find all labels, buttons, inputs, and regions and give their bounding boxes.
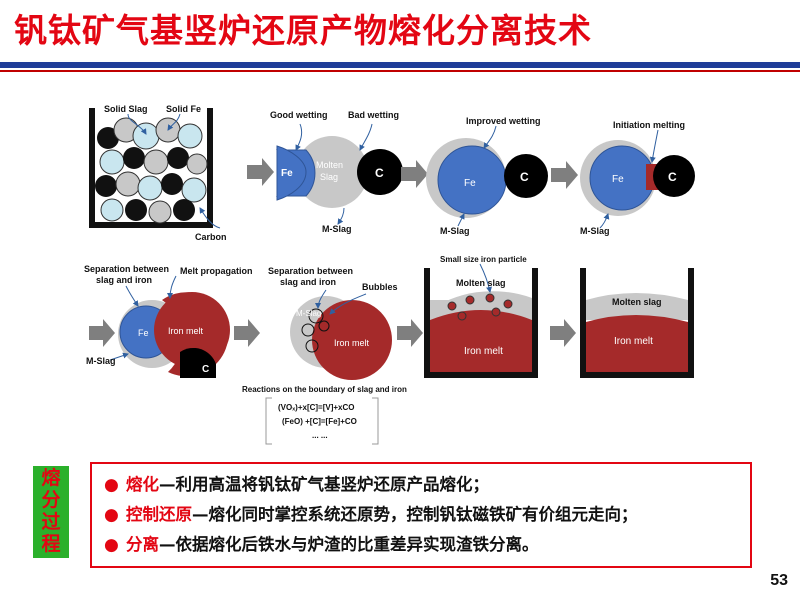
label-molten-slag: Molten slag (456, 278, 506, 288)
particle-bed (95, 117, 208, 224)
point-keyword: 控制还原 (126, 505, 192, 524)
label-small-particle: Small size iron particle (440, 255, 527, 264)
arrow-7 (550, 319, 576, 347)
label-improved-wetting: Improved wetting (466, 116, 541, 126)
bullet-icon: ● (104, 475, 119, 495)
point-melting: ● 熔化—利用高温将钒钛矿气基竖炉还原产品熔化； (104, 470, 750, 500)
melting-separation-diagram: Solid Slag Solid Fe Carbon Good wetting … (84, 104, 695, 445)
label-iron-melt: Iron melt (614, 336, 653, 347)
label-separation-a: Separation between (84, 264, 169, 274)
label-c: C (520, 170, 529, 184)
label-carbon: Carbon (195, 232, 227, 242)
label-m-slag: M-Slag (296, 309, 321, 318)
step1-packed-bed: Solid Slag Solid Fe Carbon (89, 104, 227, 242)
label-solid-fe: Solid Fe (166, 104, 201, 114)
label-separation-b: slag and iron (280, 277, 336, 287)
label-fe: Fe (612, 174, 624, 185)
bullet-icon: ● (104, 535, 119, 555)
arrow-5 (234, 319, 260, 347)
label-c: C (668, 170, 677, 184)
slide-title: 钒钛矿气基竖炉还原产物熔化分离技术 (14, 11, 592, 50)
step6-separation: Separation between slag and iron Bubbles… (242, 266, 407, 445)
process-tag: 熔分过程 (33, 466, 69, 558)
label-initiation-melting: Initiation melting (613, 120, 685, 130)
label-fe: Fe (281, 168, 293, 179)
label-iron-melt: Iron melt (334, 338, 370, 348)
summary-box: ● 熔化—利用高温将钒钛矿气基竖炉还原产品熔化； ● 控制还原—熔化同时掌控系统还原… (90, 462, 752, 568)
label-good-wetting: Good wetting (270, 110, 328, 120)
point-text: —利用高温将钒钛矿气基竖炉还原产品熔化； (159, 475, 489, 494)
step4-initiation-melting: Initiation melting Fe C M-Slag (580, 120, 695, 236)
label-c: C (375, 166, 384, 180)
label-molten-slag: Molten slag (612, 297, 662, 307)
label-separation-a: Separation between (268, 266, 353, 276)
label-c: C (202, 364, 209, 375)
step8-separated-layers: Molten slag Iron melt (580, 268, 694, 378)
label-bad-wetting: Bad wetting (348, 110, 399, 120)
label-reaction-2: (FeO) +[C]=[Fe]+CO (282, 417, 357, 426)
bullet-icon: ● (104, 505, 119, 525)
label-iron-melt: Iron melt (464, 346, 503, 357)
label-m-slag: M-Slag (322, 224, 352, 234)
step2-wetting: Good wetting Bad wetting Fe Molten Slag … (270, 110, 403, 234)
arrow-6 (397, 319, 423, 347)
step5-melt-propagation: Separation between slag and iron Melt pr… (84, 264, 253, 378)
label-m-slag: M-Slag (580, 226, 610, 236)
title-rule-blue (0, 62, 800, 68)
step3-improved-wetting: Improved wetting Fe C M-Slag (426, 116, 548, 236)
label-reactions-title: Reactions on the boundary of slag and ir… (242, 385, 407, 394)
label-fe: Fe (464, 178, 476, 189)
label-bubbles: Bubbles (362, 282, 398, 292)
label-melt-propagation: Melt propagation (180, 266, 253, 276)
label-iron-melt: Iron melt (168, 326, 204, 336)
point-control-reduction: ● 控制还原—熔化同时掌控系统还原势，控制钒钛磁铁矿有价组元走向； (104, 500, 750, 530)
label-slag: Slag (320, 172, 338, 182)
point-text: —依据熔化后铁水与炉渣的比重差异实现渣铁分离。 (159, 535, 539, 554)
arrow-3 (551, 161, 578, 189)
step7-crucible-particles: Small size iron particle Molten slag Iro… (424, 255, 538, 378)
arrow-2 (401, 160, 428, 188)
label-solid-slag: Solid Slag (104, 104, 148, 114)
point-text: —熔化同时掌控系统还原势，控制钒钛磁铁矿有价组元走向； (192, 505, 638, 524)
label-fe: Fe (138, 328, 149, 338)
title-rule-red (0, 70, 800, 72)
page-number: 53 (770, 572, 788, 589)
label-molten: Molten (316, 160, 343, 170)
label-separation-b: slag and iron (96, 275, 152, 285)
arrow-1 (247, 158, 274, 186)
arrow-4 (89, 319, 115, 347)
point-keyword: 熔化 (126, 475, 159, 494)
point-keyword: 分离 (126, 535, 159, 554)
label-m-slag: M-Slag (440, 226, 470, 236)
point-separation: ● 分离—依据熔化后铁水与炉渣的比重差异实现渣铁分离。 (104, 530, 750, 560)
label-reaction-3: ... ... (312, 431, 328, 440)
label-reaction-1: (VOₓ)+x[C]=[V]+xCO (278, 403, 355, 412)
label-m-slag: M-Slag (86, 356, 116, 366)
